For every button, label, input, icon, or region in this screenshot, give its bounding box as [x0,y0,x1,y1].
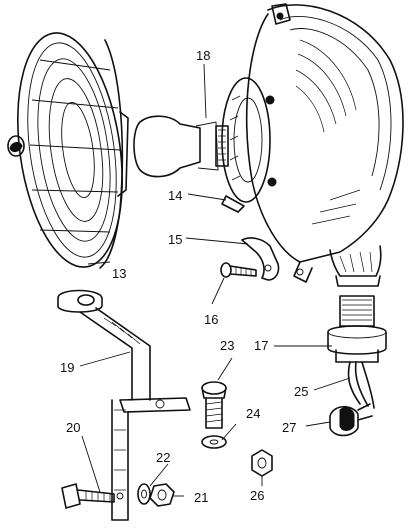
label-15: 15 [168,232,182,247]
lens-screw-head [7,135,25,157]
part-13-lens-rim [7,32,129,269]
label-20: 20 [66,420,80,435]
label-14: 14 [168,188,182,203]
label-18: 18 [196,48,210,63]
label-24: 24 [246,406,260,421]
part-23-bolt [201,381,227,429]
label-27: 27 [282,420,296,435]
part-22-washer [137,483,151,505]
label-16: 16 [204,312,218,327]
label-17: 17 [254,338,268,353]
part-14-bulb-holder [221,77,277,213]
part-15-clip [241,237,280,281]
part-20-bolt [61,483,115,509]
part-labels: 18 13 14 15 16 17 19 20 21 22 23 24 25 2… [60,48,308,505]
label-25: 25 [294,384,308,399]
label-23: 23 [220,338,234,353]
part-18-bulb [133,115,229,178]
part-16-screw [220,262,257,278]
label-26: 26 [250,488,264,503]
part-19-bracket [57,289,191,521]
label-21: 21 [194,490,208,505]
part-21-nut [149,483,175,507]
label-19: 19 [60,360,74,375]
label-13: 13 [112,266,126,281]
part-24-washer [201,435,227,449]
leader-lines [79,63,351,497]
headlamp-shell [245,3,404,287]
part-17-gland-nut [327,295,387,363]
label-22: 22 [156,450,170,465]
part-27-sleeve [329,403,373,437]
part-25-cables [347,361,375,409]
part-26-nut [251,449,273,477]
